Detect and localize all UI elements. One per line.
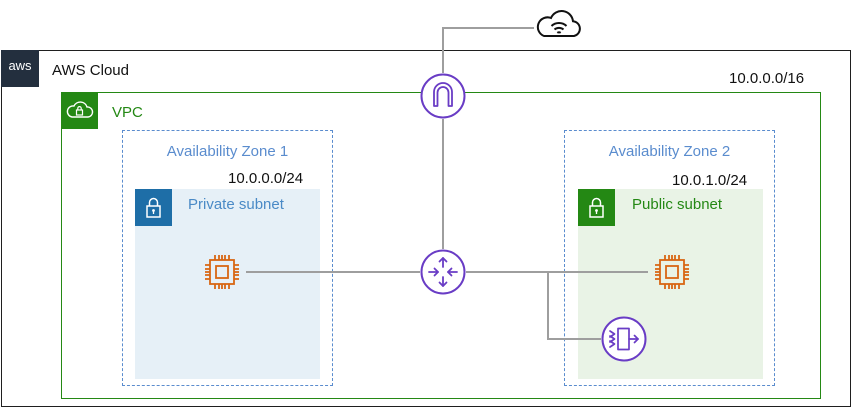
vpc-label: VPC [112,104,143,121]
padlock-icon [578,189,615,226]
internet-gateway-icon [420,73,466,119]
private-subnet-cidr: 10.0.0.0/24 [228,170,304,187]
public-subnet-label: Public subnet [632,196,723,213]
public-subnet-cidr: 10.0.1.0/24 [672,172,748,189]
availability-zone-1-label: Availability Zone 1 [166,143,289,160]
vpc-cloud-lock-icon [61,92,98,129]
ec2-instance-icon [648,248,696,296]
private-subnet-label: Private subnet [188,196,284,213]
aws-cloud-boundary [1,50,851,407]
availability-zone-2-label: Availability Zone 2 [608,143,731,160]
availability-zone-1 [122,130,333,386]
padlock-icon [135,189,172,226]
ec2-instance-icon [198,248,246,296]
aws-logo-text: aws [8,58,32,73]
internet-cloud-icon [534,6,584,42]
aws-cloud-title: AWS Cloud [52,62,129,79]
aws-logo [1,50,39,87]
vpc-cidr: 10.0.0.0/16 [729,70,805,87]
router-icon [420,249,466,295]
nat-gateway-icon [601,316,647,362]
availability-zone-2 [564,130,775,386]
